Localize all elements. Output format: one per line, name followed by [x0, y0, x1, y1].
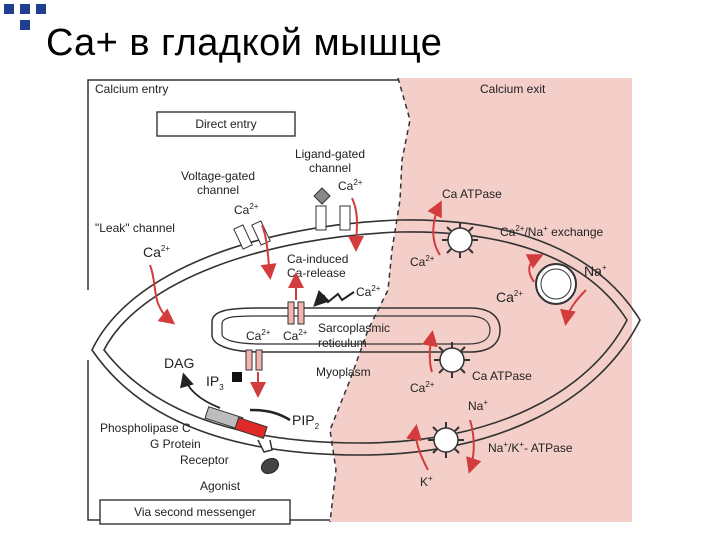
- ca-atpase-top-icon: [442, 222, 478, 258]
- entry-exit-boundary: [329, 77, 411, 523]
- ca-atpase-sr-label: Ca ATPase: [472, 369, 532, 383]
- exchange-ca-label: Ca2+: [496, 289, 523, 305]
- ligand-gated-channel-icon: [315, 205, 327, 231]
- exchanger-inner-icon: [540, 268, 572, 300]
- ip3-label: IP3: [206, 373, 224, 392]
- exchange-na-arrow: [560, 289, 587, 326]
- voltage-gated-label-2: channel: [197, 183, 239, 197]
- via-second-messenger-label: Via second messenger: [134, 505, 256, 519]
- zigzag-signal-icon: [313, 289, 355, 307]
- ca-induced-label-1: Ca-induced: [287, 252, 348, 266]
- calcium-exit-region: [330, 78, 632, 522]
- agonist-icon: [260, 457, 280, 475]
- sr-ca-label-right: Ca2+: [283, 328, 308, 343]
- ligand-gated-label-1: Ligand-gated: [295, 147, 365, 161]
- dag-arrow: [180, 372, 221, 409]
- na-k-atpase-label: Na+/K+- ATPase: [488, 440, 573, 455]
- sr-label-2: reticulum: [318, 336, 367, 350]
- sr-channel-half-icon: [297, 301, 305, 325]
- exchange-na-label: Na+: [584, 263, 607, 279]
- direct-entry-box: [156, 111, 296, 137]
- slide-title: Ca+ в гладкой мышце: [46, 22, 443, 64]
- g-protein-label: G Protein: [150, 437, 201, 451]
- ip3-receptor-icon: [245, 349, 253, 371]
- receptor-icon: [257, 439, 273, 453]
- ligand-diamond-icon: [313, 187, 331, 205]
- sr-channel-icon: [287, 301, 295, 325]
- nak-na-label: Na+: [468, 398, 488, 413]
- sr-label-1: Sarcoplasmic: [318, 321, 390, 335]
- ca-atpase-sr-arrow: [421, 330, 438, 373]
- leak-arrow: [149, 264, 176, 325]
- agonist-label: Agonist: [200, 479, 241, 493]
- ca-atpase-sr-icon: [434, 342, 470, 378]
- direct-entry-label: Direct entry: [195, 117, 256, 131]
- leak-channel-label: "Leak" channel: [95, 221, 175, 235]
- exchange-ca-arrow: [525, 254, 544, 283]
- dag-label: DAG: [164, 355, 194, 371]
- nak-k-arrow: [406, 424, 429, 471]
- nak-na-arrow: [466, 419, 482, 474]
- ca-atpase-top-ca-label: Ca2+: [410, 254, 435, 269]
- sarcoplasmic-reticulum-inner: [221, 315, 491, 345]
- ligand-gated-channel-half-icon: [339, 205, 351, 231]
- ip3-square-icon: [232, 372, 242, 382]
- sr-ca-label-left: Ca2+: [246, 328, 271, 343]
- ligand-gated-label-2: channel: [309, 161, 351, 175]
- ligand-arrow: [348, 197, 365, 252]
- ca-atpase-top-label: Ca ATPase: [442, 187, 502, 201]
- voltage-ca-label: Ca2+: [234, 202, 259, 217]
- voltage-gated-label-1: Voltage-gated: [181, 169, 255, 183]
- ca-atpase-sr-ca-label: Ca2+: [410, 380, 435, 395]
- voltage-arrow: [260, 224, 277, 280]
- voltage-gated-channel-icon: [233, 224, 253, 250]
- calcium-entry-header: Calcium entry: [95, 82, 168, 96]
- calcium-exit-header: Calcium exit: [480, 82, 546, 96]
- na-k-atpase-icon: [428, 422, 464, 458]
- phospholipase-label: Phospholipase C: [100, 421, 191, 435]
- myoplasm-label: Myoplasm: [316, 365, 371, 379]
- pip2-arrow: [249, 408, 291, 422]
- ca-atpase-top-arrow: [427, 200, 442, 256]
- receptor-label: Receptor: [180, 453, 229, 467]
- ip3-receptor-half-icon: [255, 349, 263, 371]
- ligand-ca-label: Ca2+: [338, 178, 363, 193]
- title-bullet-decoration: [4, 4, 46, 30]
- exchange-label: Ca2+/Na+ exchange: [500, 224, 604, 239]
- ca-release-ca-label: Ca2+: [356, 284, 381, 299]
- g-protein-icon: [234, 417, 268, 439]
- via-second-messenger-box: [99, 499, 291, 525]
- sarcoplasmic-reticulum: [211, 307, 501, 353]
- leak-ca-label: Ca2+: [143, 244, 170, 260]
- nak-k-label: K+: [420, 474, 433, 489]
- pip2-label: PIP2: [292, 412, 320, 431]
- cell-membrane-outer: [91, 219, 641, 456]
